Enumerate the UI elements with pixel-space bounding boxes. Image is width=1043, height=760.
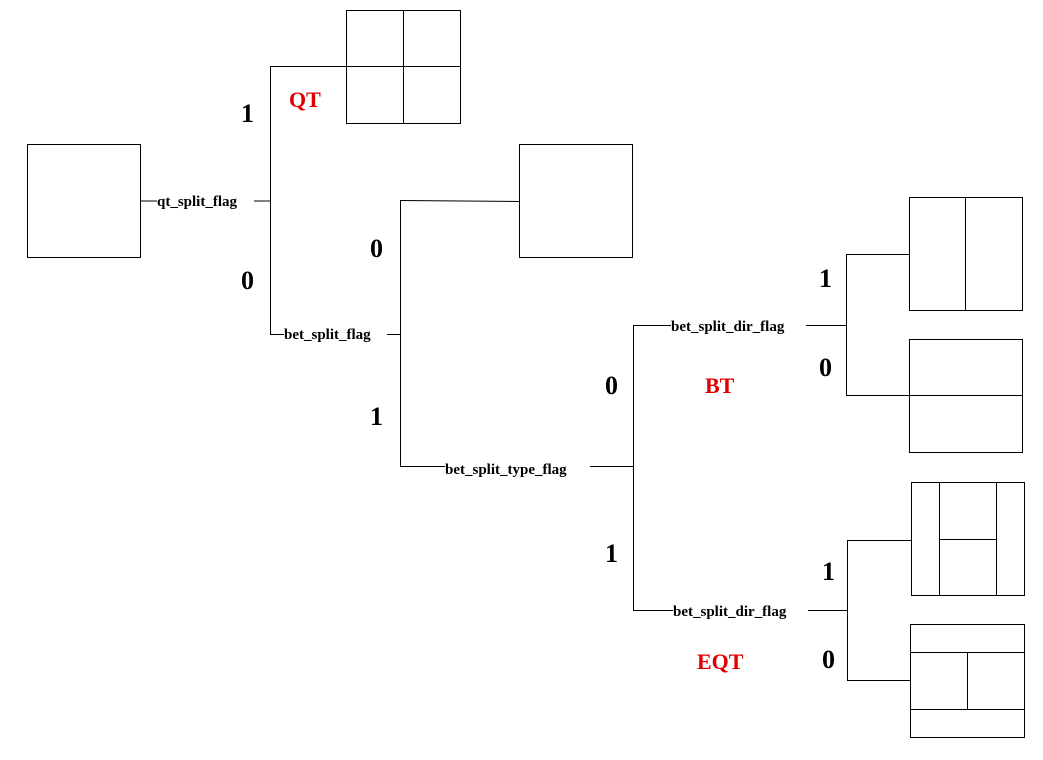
bet-split-flag-label: bet_split_flag (284, 327, 371, 343)
qt-split-block (346, 10, 461, 124)
mode-label-bt: BT (705, 373, 735, 398)
bet-split-type-flag-label: bet_split_type_flag (445, 462, 567, 478)
bet-branch-value-1: 1 (370, 402, 383, 431)
bt-vertical-split-block (909, 197, 1023, 311)
bt-dir-flag-label: bet_split_dir_flag (671, 319, 785, 335)
bt-dir-value-1: 1 (819, 264, 832, 293)
no-split-block (519, 144, 633, 258)
root-block (27, 144, 141, 258)
bt-dir-value-0: 0 (819, 353, 832, 382)
eqt-dir-flag-label: bet_split_dir_flag (673, 604, 787, 620)
type-branch-value-1: 1 (605, 539, 618, 568)
eqt-dir-value-0: 0 (822, 645, 835, 674)
mode-label-eqt: EQT (697, 649, 744, 674)
bet-branch-value-0: 0 (370, 234, 383, 263)
eqt-vertical-split-block (911, 482, 1025, 596)
type-branch-value-0: 0 (605, 371, 618, 400)
mode-label-qt: QT (289, 87, 321, 112)
qt-branch-value-1: 1 (241, 99, 254, 128)
eqt-horizontal-split-block (910, 624, 1025, 738)
qt-split-flag-label: qt_split_flag (157, 194, 238, 210)
bt-horizontal-split-block (909, 339, 1023, 453)
qt-branch-value-0: 0 (241, 266, 254, 295)
eqt-dir-value-1: 1 (822, 557, 835, 586)
bet-branch-top (399, 200, 520, 202)
